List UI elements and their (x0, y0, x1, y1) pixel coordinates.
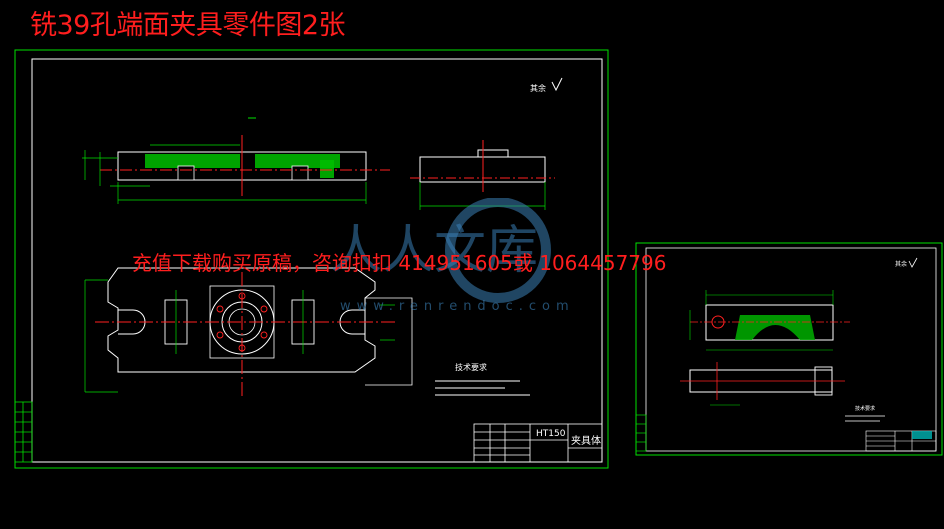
watermark-logo: 人人文库 www.renrendoc.com (330, 198, 575, 314)
sheet-2-part-dims (689, 290, 834, 351)
watermark-ring (445, 198, 551, 303)
front-view-dims (82, 144, 367, 204)
front-view-slot-2 (291, 165, 309, 181)
sheet-2-part-hatch (735, 315, 815, 340)
sheet-2-tech-req-lines (845, 415, 885, 422)
sheet-2-inner-border (645, 247, 937, 452)
purchase-contact-overlay: 充值下载购买原稿，咨询扣扣 414951605或 1064457796 (132, 251, 667, 275)
sheet-2-left-strip (635, 414, 647, 452)
sheet-2-roughness-note: 其余 (895, 260, 907, 268)
sheet-1-part-name: 夹具体 (571, 434, 601, 447)
sheet-1-title-block (473, 423, 603, 463)
watermark-text: 人人文库 (330, 221, 538, 281)
plan-view-dims (84, 279, 395, 393)
watermark-url: www.renrendoc.com (340, 299, 575, 314)
plan-view-outline (107, 267, 376, 373)
front-view (82, 135, 390, 204)
sheet-1-material: HT150 (536, 429, 566, 439)
plan-view-outer-profile (365, 297, 413, 386)
sheet-1-outer-border (14, 49, 609, 469)
front-view-hatch-left (145, 154, 240, 168)
front-view-slot (177, 165, 195, 181)
side-view-step (477, 149, 509, 158)
sheet-2: 其余 技术要求 (635, 242, 943, 456)
sheet-2-tech-req-title: 技术要求 (855, 405, 875, 412)
sheet-1-tech-req-title: 技术要求 (455, 362, 487, 372)
front-view-hatch-right (255, 154, 340, 168)
sheet-2-title-block-fill (912, 431, 932, 439)
page-title: 铣39孔端面夹具零件图2张 (30, 10, 346, 41)
sheet-2-part-view (689, 290, 850, 351)
sheet-1-roughness-note: 其余 (530, 83, 546, 93)
sheet-1: 其余 (14, 49, 609, 469)
sheet-2-outer-border (635, 242, 943, 456)
front-view-hatch-rib (320, 160, 334, 178)
side-view (410, 140, 555, 210)
roughness-symbol (551, 77, 563, 92)
sheet-2-part-outline (705, 304, 834, 341)
sheet-1-tech-req-lines (435, 380, 530, 396)
sheet-1-inner-border (31, 58, 603, 463)
sheet-2-roughness-symbol (908, 257, 918, 268)
plan-view (84, 267, 413, 398)
sheet-2-part-bottom-view (680, 362, 845, 406)
sheet-1-left-strip (14, 401, 33, 463)
